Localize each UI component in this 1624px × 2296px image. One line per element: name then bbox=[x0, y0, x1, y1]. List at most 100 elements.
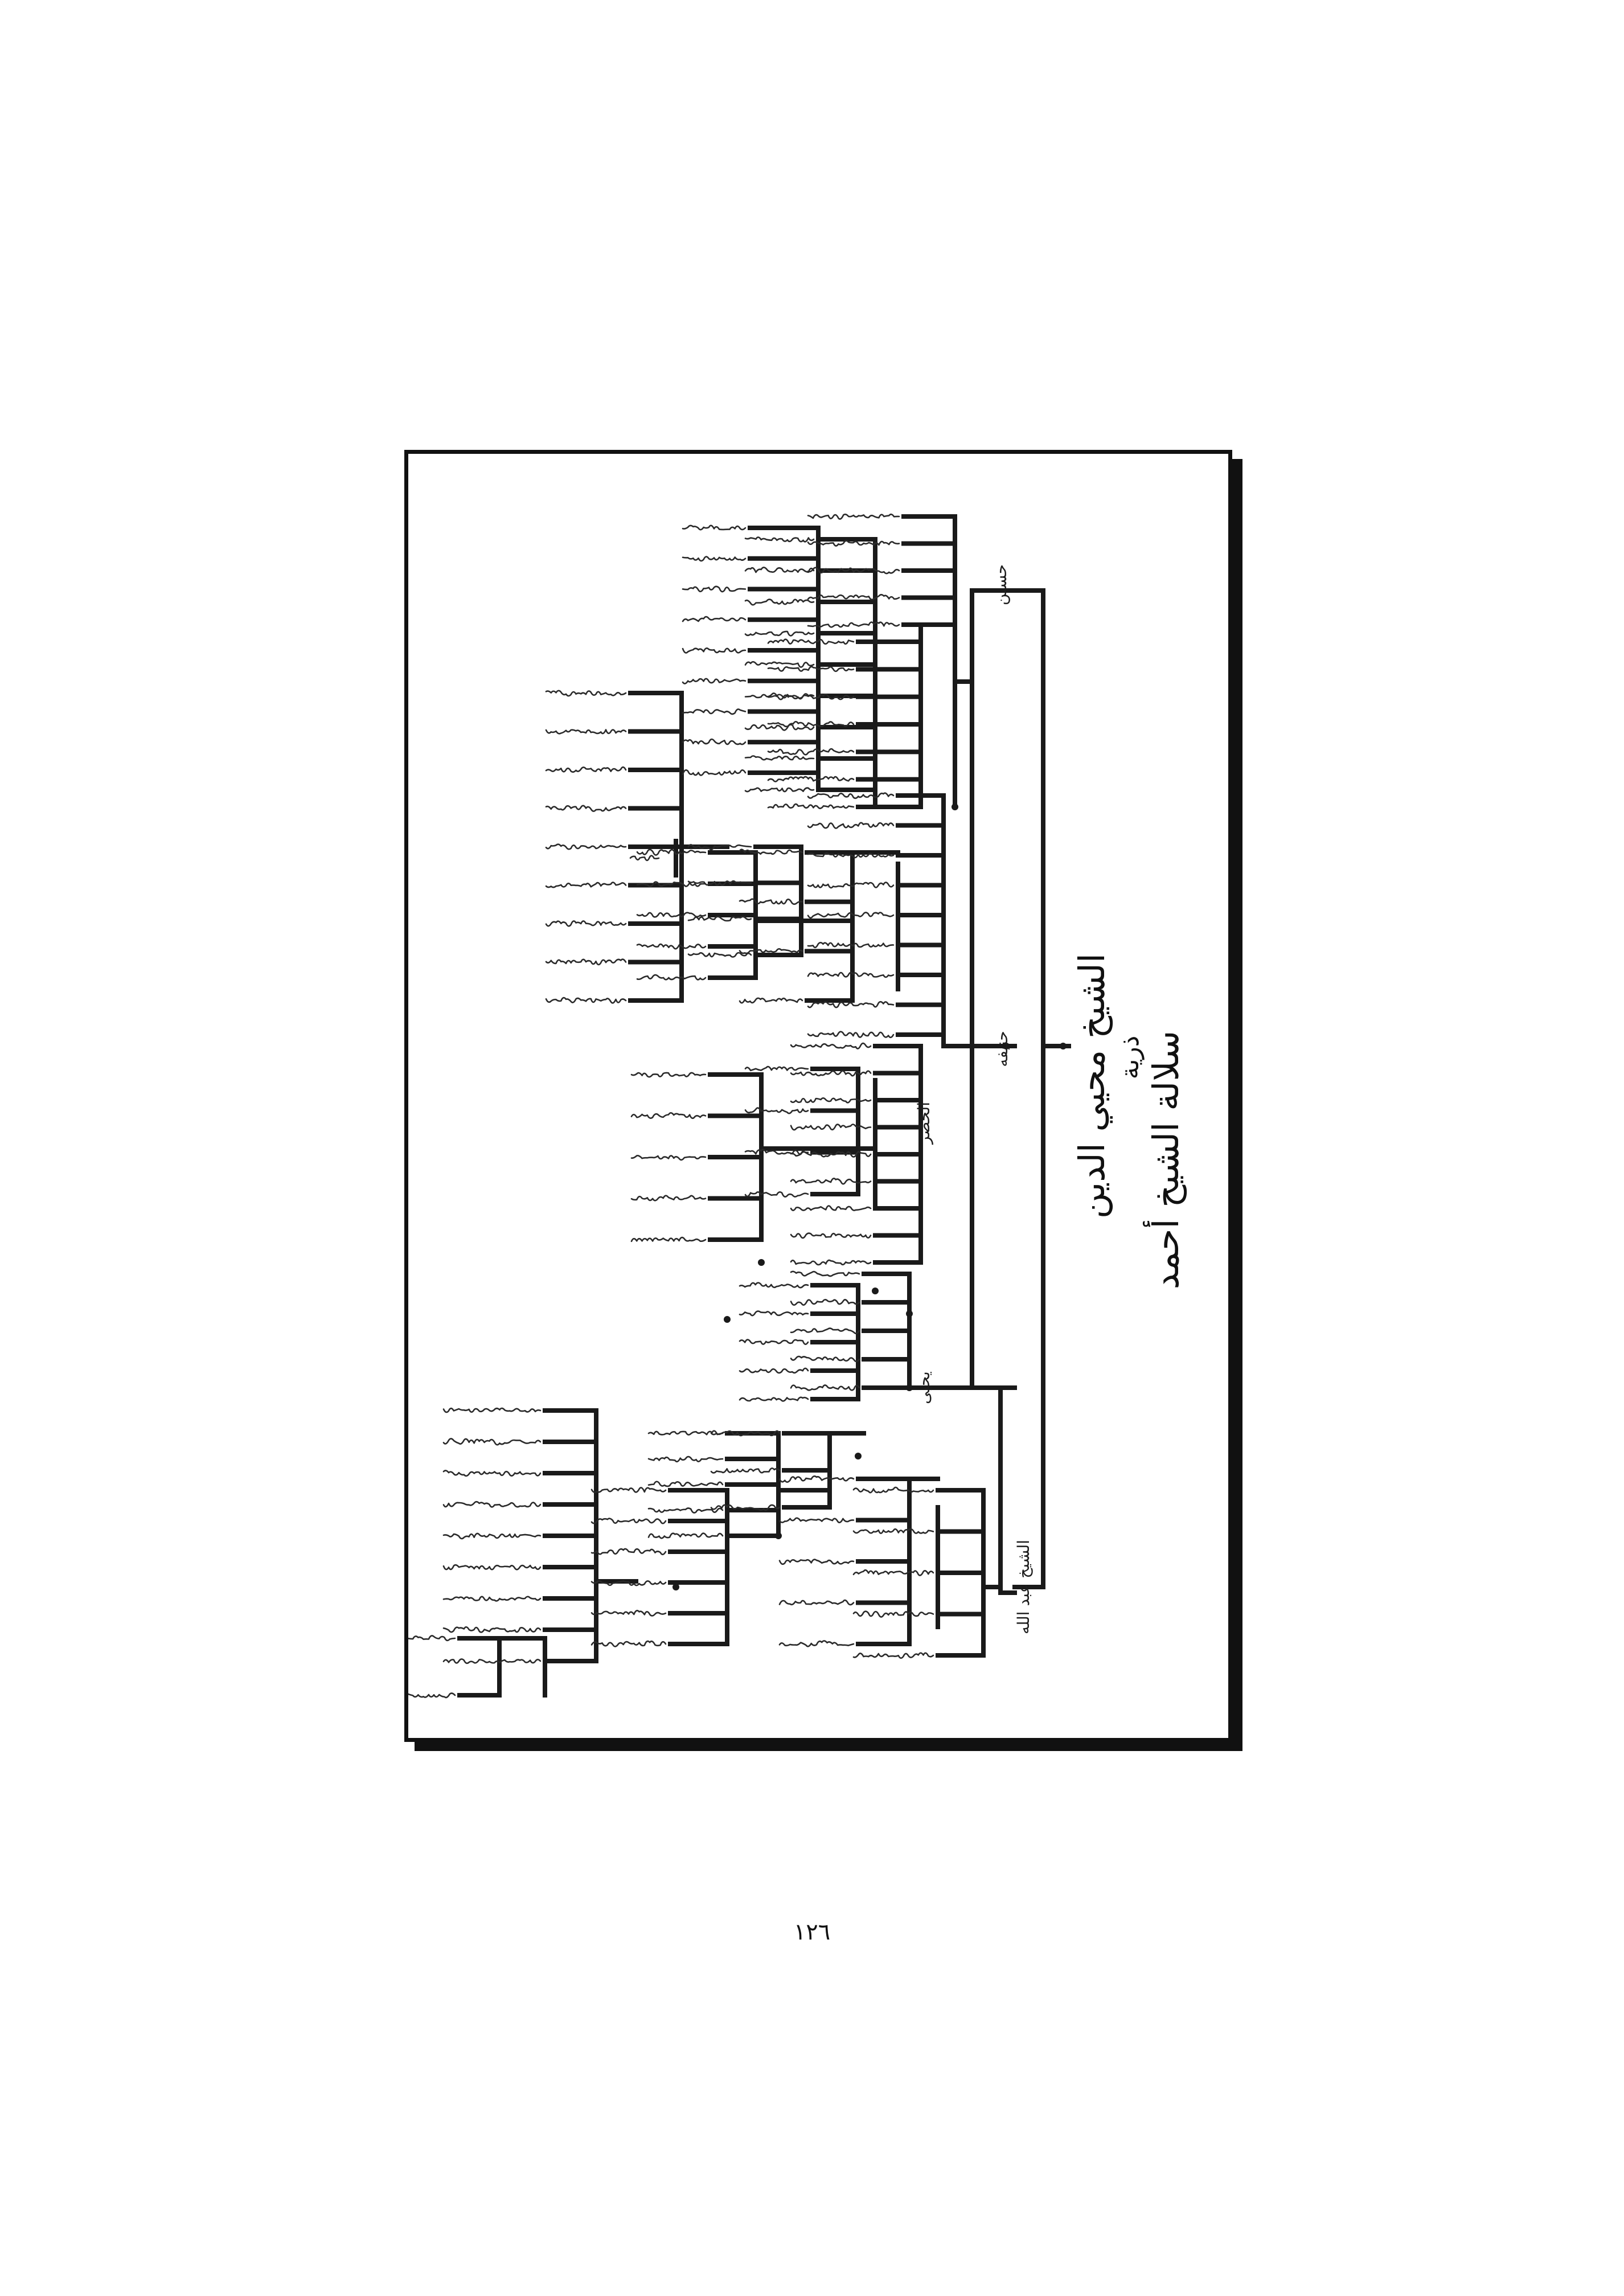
handwritten-name bbox=[687, 844, 752, 851]
handwritten-name bbox=[442, 1500, 542, 1508]
handwritten-name bbox=[790, 1205, 872, 1211]
handwritten-name bbox=[807, 971, 895, 978]
handwritten-name bbox=[590, 1610, 667, 1617]
handwritten-name bbox=[442, 1407, 542, 1413]
handwritten-name bbox=[790, 1178, 872, 1185]
handwritten-name bbox=[744, 536, 815, 543]
branch-label-yahya: يحيى bbox=[914, 1371, 933, 1404]
handwritten-name bbox=[852, 1528, 934, 1534]
handwritten-name bbox=[807, 513, 900, 520]
handwritten-name bbox=[790, 1327, 860, 1334]
handwritten-name bbox=[630, 1195, 707, 1202]
handwritten-name bbox=[682, 647, 747, 654]
handwritten-name bbox=[807, 882, 895, 889]
branch-label-khidr: الخضر bbox=[914, 1102, 933, 1145]
handwritten-name bbox=[739, 948, 803, 954]
handwritten-name bbox=[744, 692, 815, 699]
handwritten-name bbox=[790, 1042, 872, 1049]
handwritten-name bbox=[636, 974, 707, 981]
handwritten-name bbox=[590, 1580, 667, 1586]
handwritten-name bbox=[744, 1107, 809, 1114]
handwritten-name bbox=[682, 678, 747, 684]
node-dot bbox=[872, 1288, 879, 1294]
handwritten-name bbox=[545, 882, 627, 888]
handwritten-name bbox=[739, 1367, 809, 1374]
handwritten-name bbox=[790, 1097, 872, 1104]
handwritten-name bbox=[739, 848, 803, 855]
handwritten-name bbox=[442, 1658, 542, 1664]
handwritten-name bbox=[545, 958, 627, 966]
handwritten-name bbox=[790, 1355, 860, 1363]
handwritten-name bbox=[629, 855, 660, 862]
handwritten-name bbox=[744, 1149, 809, 1155]
handwritten-name bbox=[636, 881, 707, 887]
chart-title-line3: الشيخ محيي الدين bbox=[1071, 953, 1113, 1219]
node-dot bbox=[1003, 1043, 1010, 1049]
handwritten-name bbox=[630, 1072, 707, 1078]
handwritten-name bbox=[807, 912, 895, 919]
handwritten-name bbox=[636, 943, 707, 950]
handwritten-name bbox=[590, 1518, 667, 1524]
handwritten-name bbox=[807, 1001, 895, 1008]
handwritten-name bbox=[442, 1470, 542, 1477]
handwritten-name bbox=[687, 880, 752, 886]
handwritten-name bbox=[852, 1652, 934, 1659]
handwritten-name bbox=[778, 1640, 855, 1647]
handwritten-name bbox=[545, 843, 627, 850]
node-dot bbox=[758, 1259, 765, 1266]
handwritten-name bbox=[647, 1481, 724, 1487]
handwritten-name bbox=[545, 690, 627, 697]
handwritten-name bbox=[442, 1438, 542, 1446]
handwritten-name bbox=[647, 1456, 724, 1463]
handwritten-name bbox=[790, 1270, 860, 1277]
branch-label-hussein: حسين bbox=[991, 564, 1010, 605]
handwritten-name bbox=[807, 540, 900, 547]
handwritten-name bbox=[442, 1626, 542, 1633]
handwritten-name bbox=[682, 556, 747, 562]
handwritten-name bbox=[778, 1517, 855, 1523]
handwritten-name bbox=[739, 1282, 809, 1289]
handwritten-name bbox=[682, 616, 747, 622]
handwritten-name bbox=[778, 1599, 855, 1606]
handwritten-name bbox=[590, 1640, 667, 1647]
handwritten-name bbox=[767, 638, 855, 645]
handwritten-name bbox=[778, 1559, 855, 1565]
handwritten-name bbox=[852, 1610, 934, 1618]
handwritten-name bbox=[630, 1155, 707, 1161]
node-dot bbox=[906, 1310, 913, 1317]
handwritten-name bbox=[545, 766, 627, 773]
handwritten-name bbox=[647, 1507, 724, 1514]
handwritten-name bbox=[790, 1259, 872, 1266]
chart-title-line1: سلالة الشيخ أحمد bbox=[1142, 1031, 1187, 1290]
handwritten-name bbox=[767, 721, 855, 728]
handwritten-name bbox=[590, 1548, 667, 1556]
handwritten-name bbox=[807, 792, 895, 800]
handwritten-name bbox=[767, 748, 855, 756]
handwritten-name bbox=[636, 912, 707, 918]
branch-label-hanifa: حنيفه bbox=[993, 1031, 1011, 1067]
tree-connector-lines bbox=[457, 514, 1071, 1698]
handwritten-name bbox=[739, 997, 803, 1004]
handwritten-name bbox=[682, 585, 747, 593]
handwritten-name bbox=[807, 1031, 895, 1039]
node-dot bbox=[724, 1316, 731, 1323]
handwritten-name-labels bbox=[408, 513, 934, 1699]
handwritten-name bbox=[545, 920, 627, 927]
handwritten-name bbox=[790, 1299, 860, 1306]
handwritten-name bbox=[647, 1430, 724, 1436]
handwritten-name bbox=[744, 598, 815, 606]
chart-title-line2: ذرية bbox=[1116, 1036, 1145, 1080]
handwritten-name bbox=[744, 1065, 809, 1072]
handwritten-name bbox=[744, 1191, 809, 1198]
branch-label-sheikh-abdullah: الشيخ عبد الله bbox=[1014, 1540, 1033, 1634]
handwritten-name bbox=[744, 787, 815, 793]
handwritten-name bbox=[408, 1635, 456, 1642]
handwritten-name bbox=[807, 594, 900, 601]
handwritten-name bbox=[630, 1236, 707, 1243]
handwritten-name bbox=[767, 803, 855, 809]
handwritten-name bbox=[852, 1569, 934, 1576]
handwritten-name bbox=[545, 729, 627, 735]
genealogy-tree-diagram: سلالة الشيخ أحمد ذرية الشيخ محيي الدين ح… bbox=[408, 513, 1187, 1699]
node-dot bbox=[672, 1584, 679, 1590]
